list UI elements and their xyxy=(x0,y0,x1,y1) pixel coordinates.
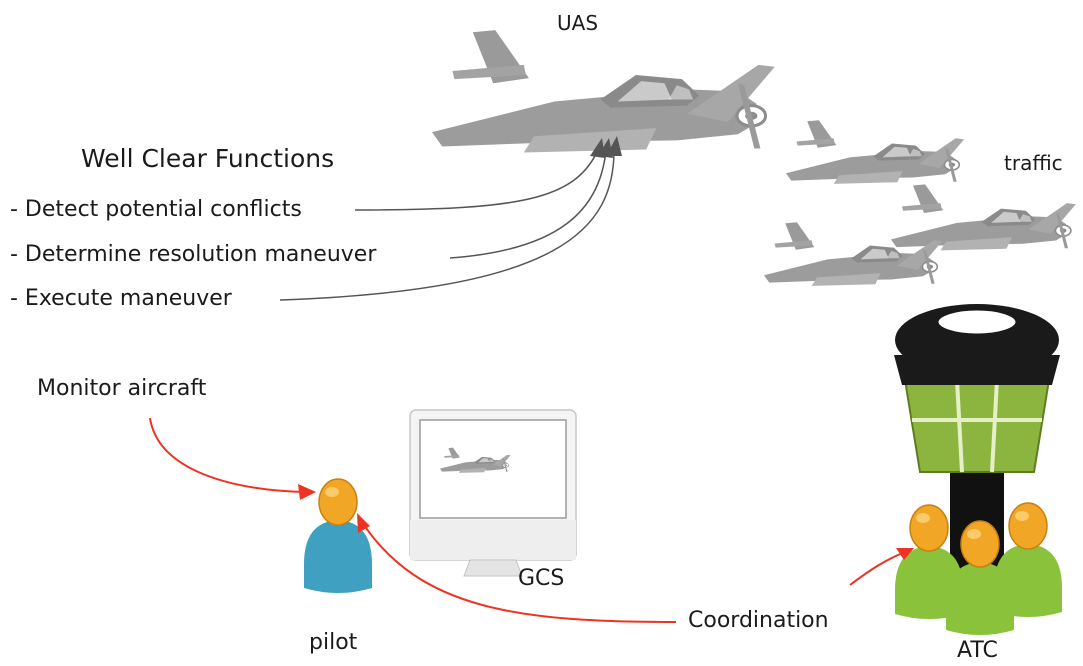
monitor-aircraft-label: Monitor aircraft xyxy=(37,376,207,401)
atc-label: ATC xyxy=(957,638,998,663)
traffic-label: traffic xyxy=(1004,151,1063,175)
gcs-label: GCS xyxy=(518,566,565,591)
pilot-label: pilot xyxy=(309,630,358,655)
function-item-execute: - Execute maneuver xyxy=(10,286,232,311)
uas-label: UAS xyxy=(557,11,599,35)
traffic-airplane-icon-1 xyxy=(785,119,965,185)
traffic-airplane-icon-3 xyxy=(763,221,943,287)
red-arrowheads xyxy=(298,484,914,560)
pilot-person-icon xyxy=(303,478,373,594)
function-arrowheads xyxy=(590,136,622,158)
red-arrows xyxy=(149,417,906,623)
function-arrows xyxy=(279,147,615,301)
traffic-airplane-icon-2 xyxy=(890,183,1077,252)
function-item-determine: - Determine resolution maneuver xyxy=(10,242,377,267)
coordination-label: Coordination xyxy=(688,608,829,633)
functions-title: Well Clear Functions xyxy=(81,144,335,173)
function-item-detect: - Detect potential conflicts xyxy=(10,197,302,222)
gcs-monitor-icon xyxy=(409,409,577,577)
uas-airplane-icon xyxy=(430,28,777,155)
